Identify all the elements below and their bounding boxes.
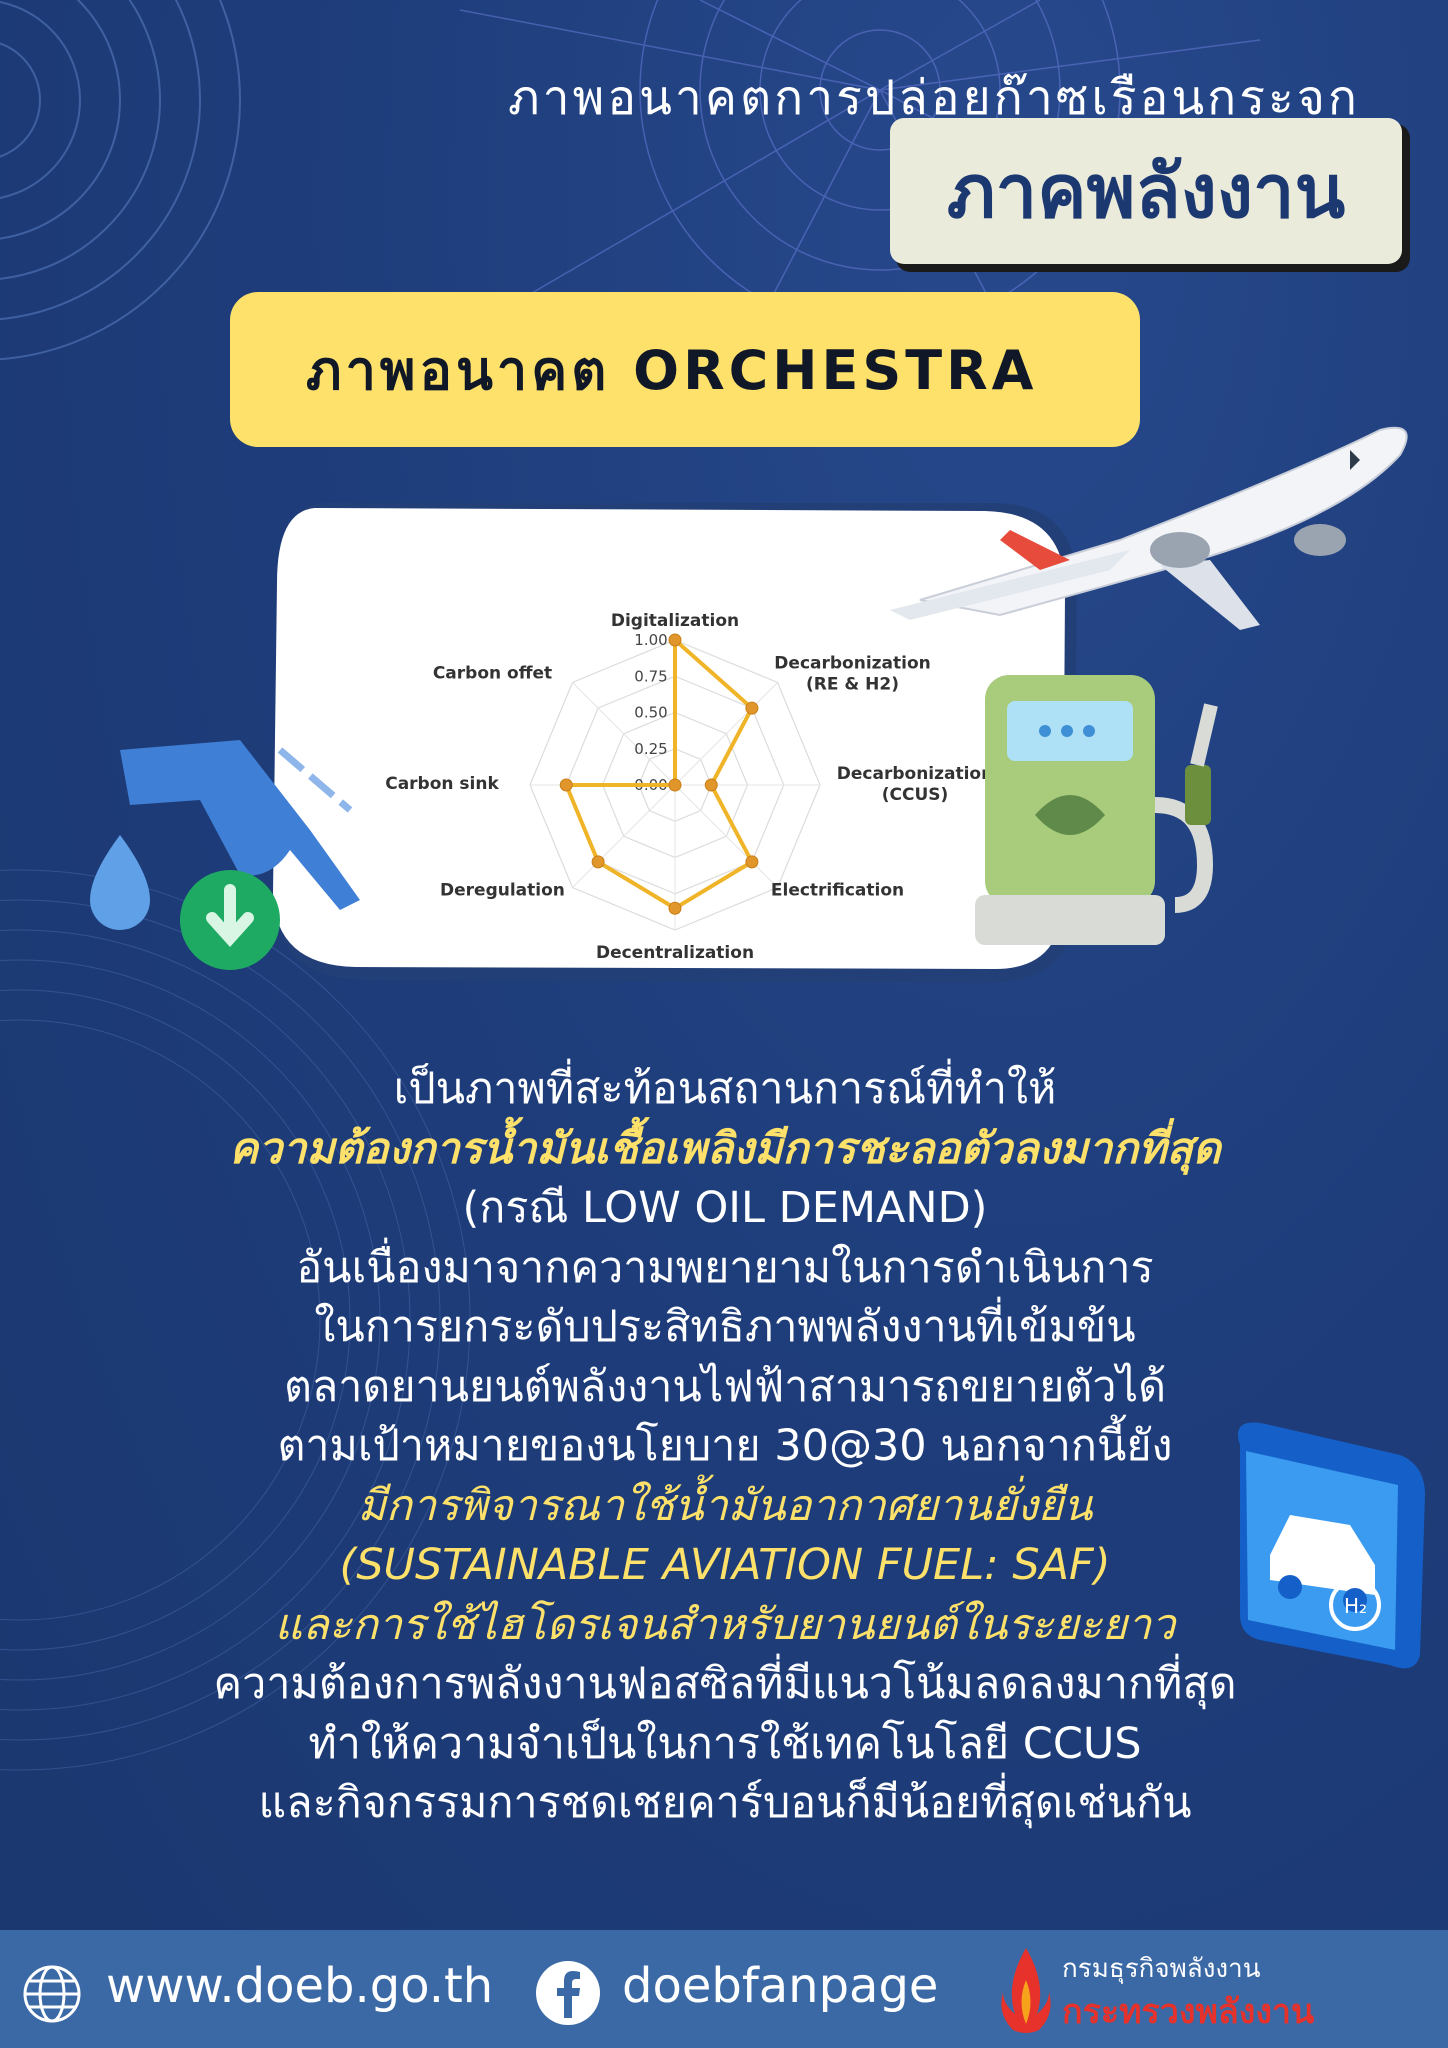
- svg-text:H₂: H₂: [1344, 1594, 1367, 1618]
- radar-category-label: Carbon sink: [385, 774, 499, 794]
- airplane-icon: [890, 426, 1408, 630]
- paragraph-line: ทำให้ความจำเป็นในการใช้เทคโนโลยี CCUS: [308, 1718, 1142, 1769]
- radar-category-label-line: Digitalization: [611, 611, 739, 631]
- header-title-box: ภาคพลังงาน: [890, 118, 1410, 272]
- radar-category-label: Carbon offet: [433, 663, 552, 683]
- radar-category-label-line: Carbon sink: [385, 774, 499, 794]
- radar-axis-line: [674, 784, 778, 888]
- paragraph-line: ตลาดยานยนต์พลังงานไฟฟ้าสามารถขยายตัวได้: [283, 1361, 1167, 1412]
- paragraph-line: เป็นภาพที่สะท้อนสถานการณ์ที่ทำให้: [393, 1064, 1057, 1114]
- radar-data-point: [559, 778, 573, 792]
- department-name: กรมธุรกิจพลังงาน: [1062, 1954, 1261, 1984]
- radar-tick-label: 0.25: [634, 740, 667, 758]
- radar-category-label-line: Deregulation: [440, 881, 565, 901]
- paragraph-line: และการใช้ไฮโดรเจนสำหรับยานยนต์ในระยะยาว: [274, 1599, 1176, 1650]
- paragraph-line: อันเนื่องมาจากความพยายามในการดำเนินการ: [296, 1242, 1154, 1293]
- paragraph-line: มีการพิจารณาใช้น้ำมันอากาศยานยั่งยืน: [357, 1480, 1093, 1531]
- radar-category-label: Electrification: [771, 881, 904, 901]
- paragraph-line: ความต้องการน้ำมันเชื้อเพลิงมีการชะลอตัวล…: [229, 1123, 1221, 1174]
- radar-category-label-line: Decarbonization: [837, 764, 993, 784]
- radar-data-point: [668, 633, 682, 647]
- radar-category-label-line: Decentralization: [596, 943, 754, 963]
- website-link[interactable]: www.doeb.go.th: [106, 1958, 494, 2014]
- paragraph-line: ในการยกระดับประสิทธิภาพพลังงานที่เข้มข้น: [314, 1302, 1136, 1352]
- radar-category-label: Deregulation: [440, 881, 565, 901]
- paragraph-line: (กรณี LOW OIL DEMAND): [462, 1183, 988, 1233]
- radar-category-label: Decentralization: [596, 943, 754, 963]
- paragraph-line: และกิจกรรมการชดเชยคาร์บอนก็มีน้อยที่สุดเ…: [258, 1778, 1192, 1828]
- hydrogen-car-icon: H₂: [1238, 1422, 1425, 1669]
- radar-data-point: [668, 778, 682, 792]
- paragraph-line: (SUSTAINABLE AVIATION FUEL: SAF): [339, 1540, 1111, 1590]
- fuel-pump-icon: [975, 675, 1218, 945]
- scenario-banner: ภาพอนาคต ORCHESTRA: [230, 292, 1140, 447]
- radar-category-label: Decarbonization(CCUS): [837, 764, 993, 805]
- fuel-nozzle-icon: [90, 740, 360, 970]
- radar-category-label-line: Electrification: [771, 881, 904, 901]
- radar-category-label: Digitalization: [611, 611, 739, 631]
- radar-data-point: [591, 855, 605, 869]
- ministry-flame-logo: [1001, 1948, 1051, 2033]
- radar-data-point: [745, 701, 759, 715]
- radar-axis-line: [572, 784, 676, 888]
- radar-data-point: [668, 901, 682, 915]
- radar-category-label: Decarbonization(RE & H2): [774, 653, 930, 694]
- radar-tick-label: 0.50: [634, 704, 667, 722]
- chart-card-background: [273, 508, 1066, 969]
- facebook-link[interactable]: doebfanpage: [622, 1958, 939, 2014]
- radar-category-label-line: Decarbonization: [774, 653, 930, 673]
- header-title: ภาคพลังงาน: [890, 118, 1402, 264]
- radar-category-label-line: (RE & H2): [806, 674, 899, 694]
- description-paragraph: เป็นภาพที่สะท้อนสถานการณ์ที่ทำให้ความต้อ…: [80, 1060, 1370, 1834]
- radar-axis-line: [572, 682, 676, 786]
- footer: www.doeb.go.th doebfanpage กรมธุรกิจพลัง…: [0, 1930, 1448, 2048]
- radar-data-point: [704, 778, 718, 792]
- facebook-icon: [536, 1961, 600, 2025]
- header-subtitle: ภาพอนาคตการปล่อยก๊าซเรือนกระจก: [508, 70, 1360, 126]
- radar-category-label-line: (CCUS): [882, 785, 949, 805]
- paragraph-line: ตามเป้าหมายของนโยบาย 30@30 นอกจากนี้ยัง: [277, 1421, 1173, 1471]
- paragraph-line: ความต้องการพลังงานฟอสซิลที่มีแนวโน้มลดลง…: [213, 1659, 1237, 1709]
- radar-axis-line: [674, 682, 778, 786]
- radar-tick-label: 0.75: [634, 667, 667, 685]
- radar-tick-label: 1.00: [634, 631, 667, 649]
- radar-chart: 0.000.250.500.751.00 DigitalizationDecar…: [273, 503, 1078, 983]
- radar-category-label-line: Carbon offet: [433, 663, 552, 683]
- globe-icon: [23, 1965, 81, 2023]
- ministry-name: กระทรวงพลังงาน: [1062, 1992, 1315, 2032]
- radar-data-point: [745, 855, 759, 869]
